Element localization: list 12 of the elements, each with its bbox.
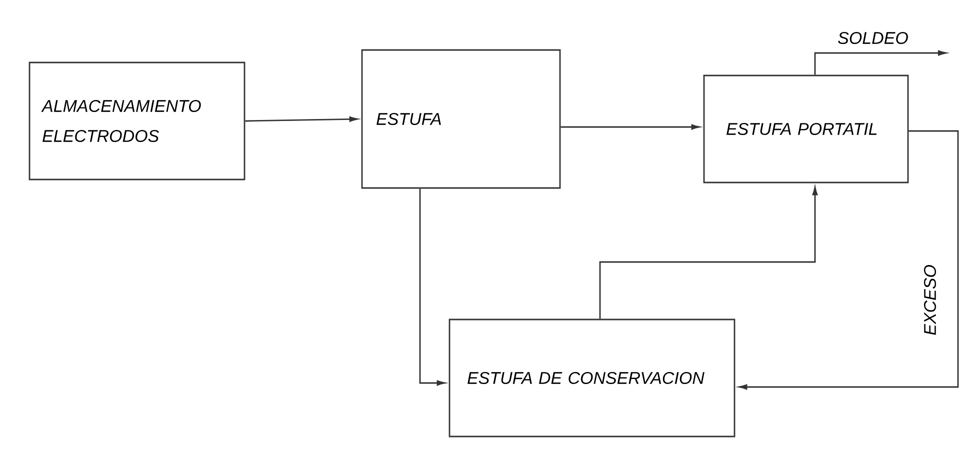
edge-label: SOLDEO: [836, 30, 910, 46]
arrow: [599, 186, 818, 319]
arrow: [738, 130, 959, 390]
edge-label: EXCESO: [922, 264, 938, 336]
process-box: ALMACENAMIENTO ELECTRODOS: [28, 62, 246, 180]
process-box: ESTUFA: [361, 49, 561, 189]
arrow: [814, 50, 946, 75]
arrow: [245, 116, 358, 122]
process-box: ESTUFA PORTATIL: [703, 74, 909, 184]
arrow: [419, 188, 446, 386]
arrow: [560, 124, 700, 130]
process-box: ESTUFA DE CONSERVACION: [448, 318, 736, 438]
